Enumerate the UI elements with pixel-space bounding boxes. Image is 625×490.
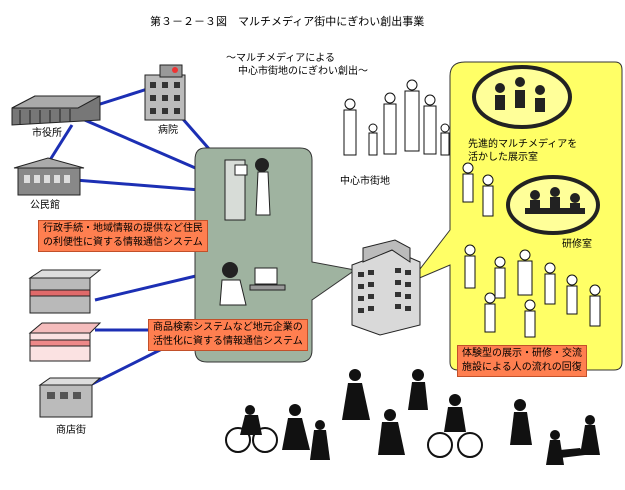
- label-city-hall: 市役所: [32, 128, 62, 139]
- commerce-box-line-2: 活性化に資する情報通信システム: [153, 336, 303, 347]
- label-hospital: 病院: [158, 125, 178, 136]
- commerce-system-box: 商品検索システムなど地元企業の 活性化に資する情報通信システム: [148, 319, 308, 351]
- city-hall-building: [11, 95, 101, 126]
- flow-box-line-1: 体験型の展示・研修・交流: [462, 348, 582, 359]
- showroom-caption: 先進的マルチメディアを 活かした展示室: [468, 138, 577, 164]
- page-title: 第３－２－３図 マルチメディア街中にぎわい創出事業: [150, 15, 425, 28]
- subtitle-line-1: ～マルチメディアによる: [226, 53, 335, 64]
- community-hall-building: [13, 157, 85, 196]
- training-people: [525, 187, 585, 214]
- showroom-people: [495, 77, 545, 112]
- flow-box-line-2: 施設による人の流れの回復: [462, 362, 582, 373]
- subtitle-line-2: 中心市街地のにぎわい創出～: [238, 66, 368, 77]
- office-workers: [219, 158, 286, 306]
- family-silhouettes: [343, 79, 450, 156]
- line-hall-panel: [74, 178, 201, 192]
- showroom-line-2: 活かした展示室: [468, 152, 538, 163]
- shop-1: [28, 269, 102, 314]
- line-cityhall-panel: [79, 116, 201, 172]
- diagram-subtitle: ～マルチメディアによる 中心市街地のにぎわい創出～: [226, 52, 368, 78]
- label-training-room: 研修室: [562, 239, 592, 250]
- line-cityhall-hall: [48, 124, 74, 161]
- hospital-building: [144, 64, 186, 121]
- multimedia-building: [351, 239, 421, 336]
- label-shopping-street: 商店街: [56, 425, 86, 436]
- business-people: [462, 162, 601, 338]
- crowd-silhouettes: [225, 369, 600, 465]
- admin-system-box: 行政手続・地域情報の提供など住民 の利便性に資する情報通信システム: [38, 220, 208, 252]
- admin-box-line-1: 行政手続・地域情報の提供など住民: [43, 223, 203, 234]
- admin-box-line-2: の利便性に資する情報通信システム: [43, 237, 203, 248]
- shop-2: [28, 322, 102, 362]
- showroom-line-1: 先進的マルチメディアを: [468, 139, 578, 150]
- commerce-box-line-1: 商品検索システムなど地元企業の: [153, 322, 303, 333]
- shop-3: [38, 377, 102, 418]
- people-flow-box: 体験型の展示・研修・交流 施設による人の流れの回復: [457, 345, 587, 377]
- label-community-hall: 公民館: [30, 200, 60, 211]
- line-shop3-panel: [89, 343, 171, 387]
- label-city-center: 中心市街地: [340, 176, 390, 187]
- line-shop1-panel: [94, 273, 201, 302]
